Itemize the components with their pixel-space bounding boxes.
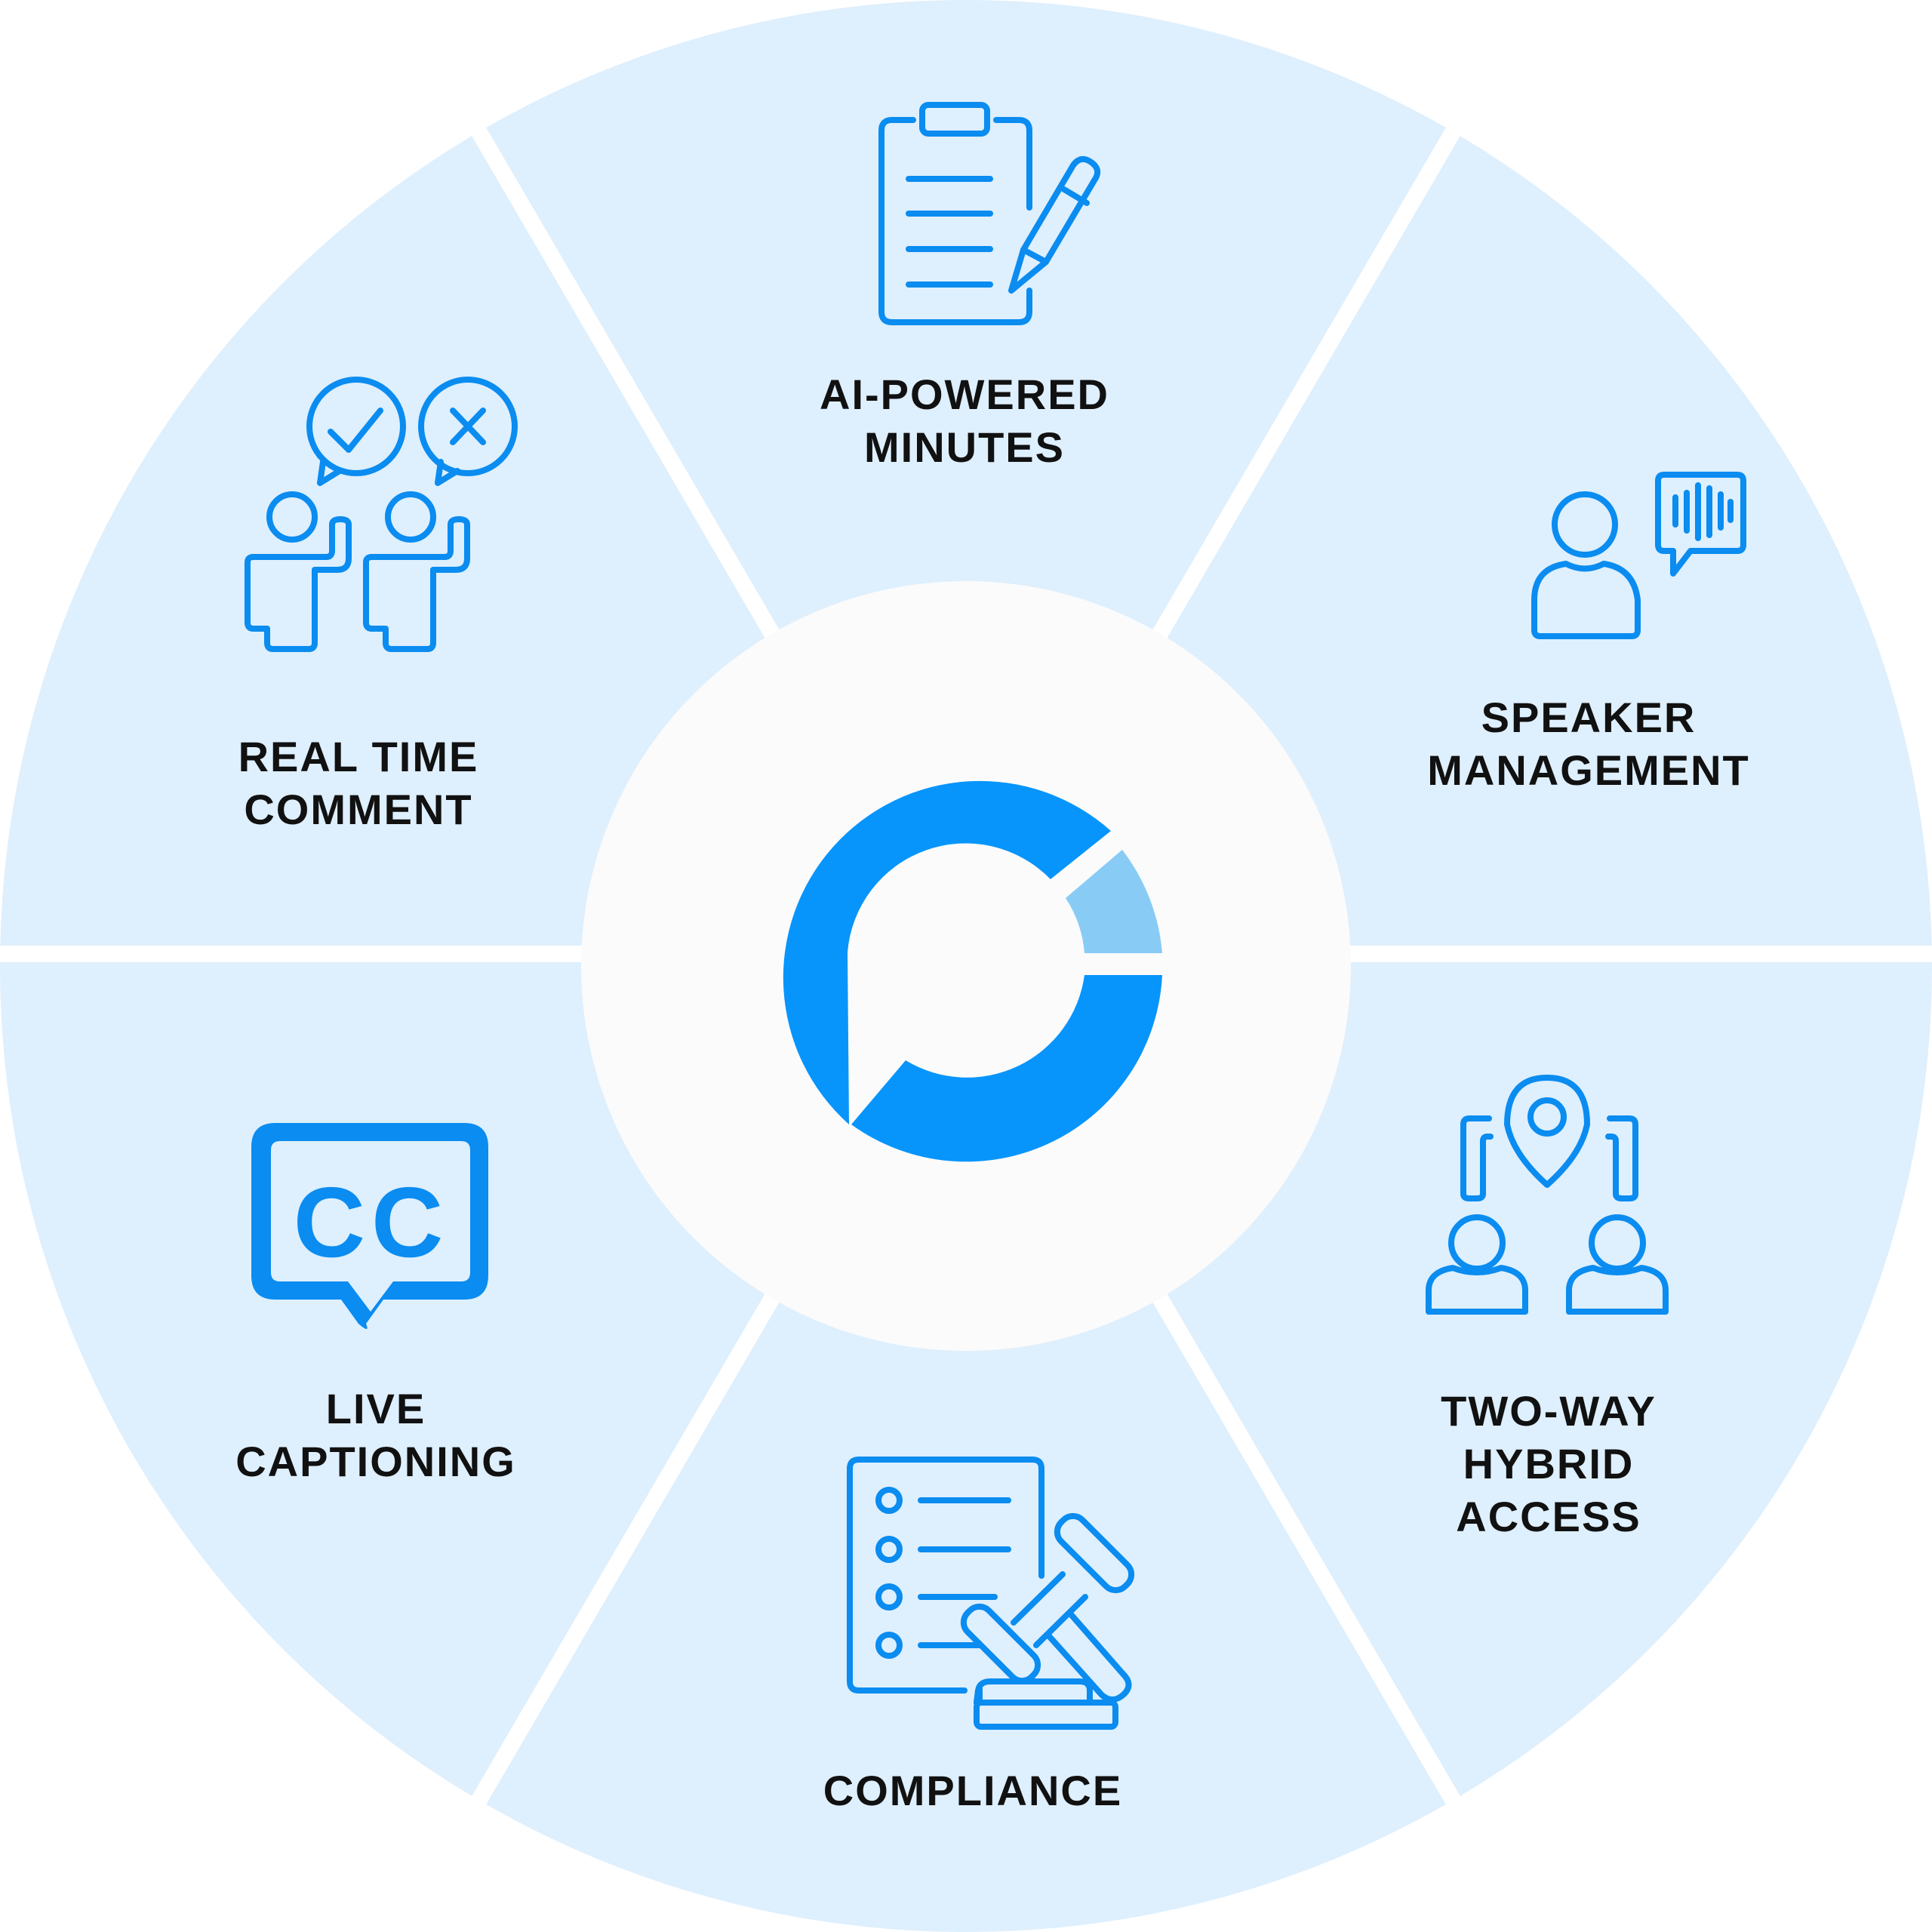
label-live-captioning: LIVE CAPTIONING (149, 1383, 602, 1488)
checklist-gavel-icon (847, 1457, 1135, 1730)
cc-text: CC (293, 1167, 450, 1278)
center-disc (581, 581, 1351, 1351)
label-line: AI-POWERED (820, 371, 1109, 418)
speaker-soundwave-icon (1531, 472, 1746, 639)
clipboard-pencil-icon (878, 102, 1101, 325)
label-line: REAL TIME (238, 733, 479, 780)
label-compliance: COMPLIANCE (746, 1764, 1199, 1817)
label-real-time-comment: REAL TIME COMMENT (132, 731, 585, 836)
label-line: COMMENT (244, 786, 473, 833)
label-line: ACCESS (1456, 1493, 1641, 1540)
label-line: LIVE (325, 1385, 426, 1432)
label-two-way-hybrid-access: TWO-WAY HYBRID ACCESS (1322, 1385, 1775, 1543)
label-line: CAPTIONING (235, 1438, 516, 1485)
label-line: HYBRID (1463, 1440, 1635, 1487)
label-ai-powered-minutes: AI-POWERED MINUTES (738, 368, 1191, 474)
label-line: MANAGEMENT (1427, 746, 1750, 794)
label-line: MINUTES (864, 423, 1065, 471)
location-people-icon (1426, 1075, 1669, 1315)
label-line: SPEAKER (1481, 694, 1697, 741)
ring-logo-icon (783, 780, 1162, 1162)
label-line: COMPLIANCE (823, 1767, 1123, 1814)
label-speaker-management: SPEAKER MANAGEMENT (1362, 691, 1815, 797)
voting-people-icon (245, 377, 518, 652)
label-line: TWO-WAY (1441, 1387, 1657, 1435)
